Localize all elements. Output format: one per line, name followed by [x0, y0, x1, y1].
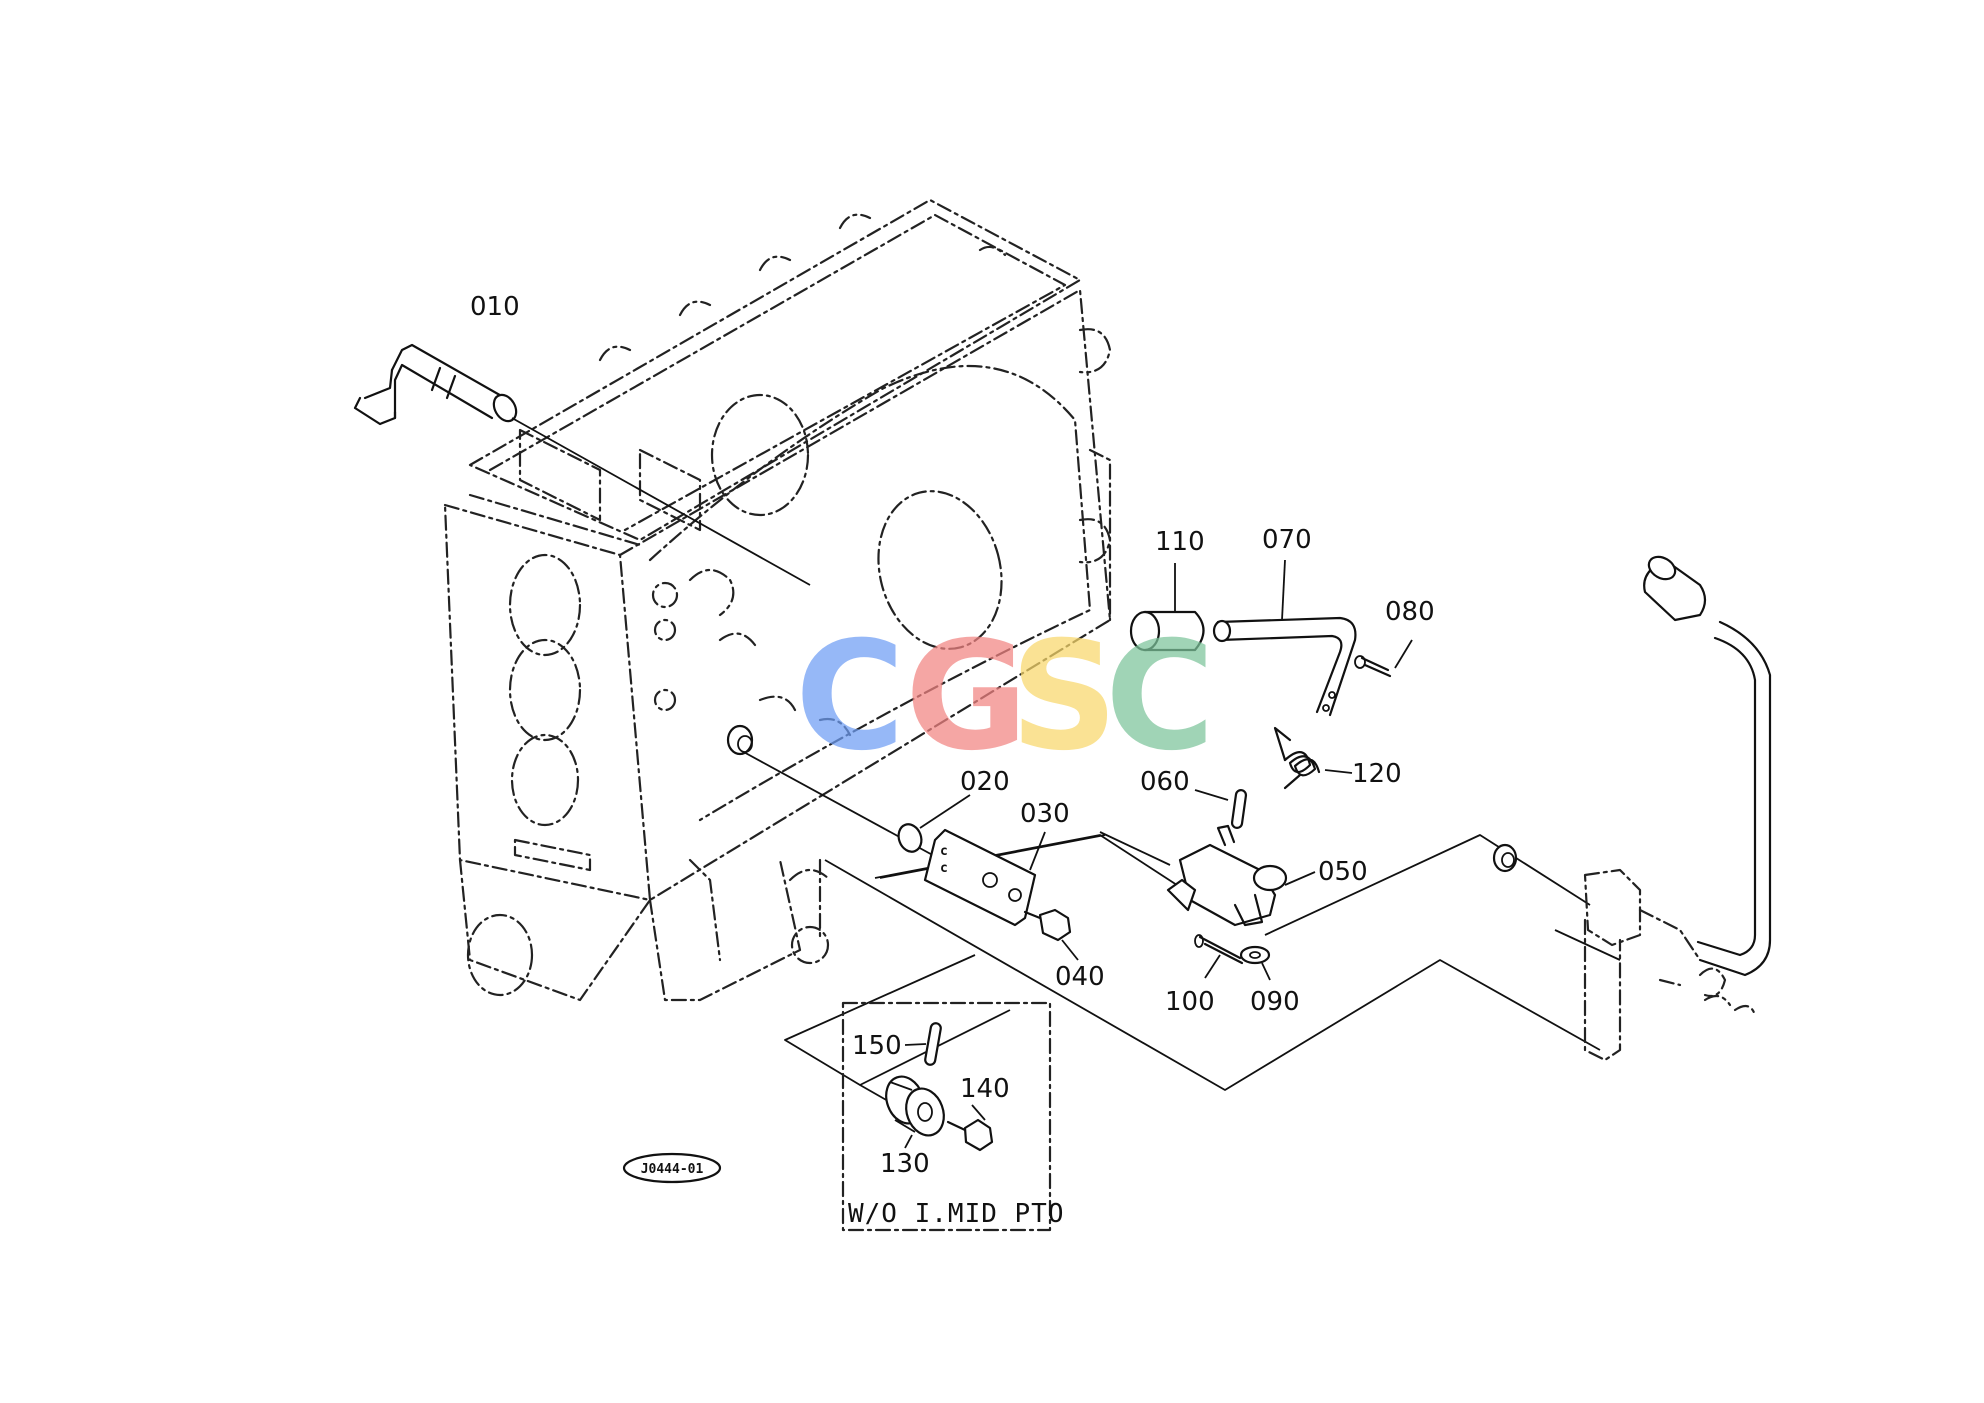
- label-040: 040: [1055, 962, 1105, 992]
- part-130-collar: [885, 1075, 945, 1149]
- label-110: 110: [1155, 527, 1205, 557]
- part-030-plate: c c: [923, 828, 1046, 927]
- label-070: 070: [1262, 525, 1312, 555]
- label-080: 080: [1385, 597, 1435, 627]
- svg-text:c: c: [940, 861, 948, 876]
- label-130: 130: [880, 1149, 930, 1179]
- watermark-letter-g: G: [905, 610, 1028, 784]
- part-020-o-ring: [726, 724, 971, 853]
- part-110-grip: [1129, 563, 1205, 652]
- transmission-housing: [443, 198, 1112, 1002]
- part-labels: 010 020 030 040 050 060 070 080 090 100 …: [470, 292, 1435, 1229]
- label-020: 020: [960, 767, 1010, 797]
- label-050: 050: [1318, 857, 1368, 887]
- label-090: 090: [1250, 987, 1300, 1017]
- label-140: 140: [960, 1074, 1010, 1104]
- label-060: 060: [1140, 767, 1190, 797]
- watermark-letter-c2: C: [1105, 610, 1215, 784]
- watermark-letter-s: S: [1010, 610, 1118, 784]
- part-060-pin: [1194, 789, 1248, 829]
- watermark-letter-c1: C: [795, 610, 905, 784]
- figure-reference-text: J0444-01: [641, 1162, 704, 1177]
- label-030: 030: [1020, 799, 1070, 829]
- part-010-crank-lever: [353, 343, 811, 586]
- option-box-label: W/O I.MID PTO: [848, 1199, 1065, 1229]
- part-120-spring: [1273, 726, 1353, 790]
- part-090-washer: [1239, 945, 1271, 981]
- label-150: 150: [852, 1031, 902, 1061]
- label-010: 010: [470, 292, 520, 322]
- pto-lever-assembly: [1492, 555, 1772, 1062]
- svg-text:c: c: [940, 844, 948, 859]
- part-150-pin: [904, 1022, 942, 1066]
- part-050-shift-arm: [1166, 824, 1316, 927]
- option-box-wo-mid-pto: [841, 1001, 1052, 1232]
- label-100: 100: [1165, 987, 1215, 1017]
- figure-reference-badge: J0444-01: [622, 1152, 722, 1184]
- part-040-bolt: [1023, 908, 1079, 961]
- label-120: 120: [1352, 759, 1402, 789]
- cgsc-watermark: C G S C: [795, 610, 1215, 784]
- part-140-bolt: [946, 1104, 994, 1152]
- part-080-snap-pin: [1354, 639, 1413, 678]
- part-100-split-pin: [1194, 934, 1244, 979]
- part-070-shift-rod: [1212, 559, 1357, 717]
